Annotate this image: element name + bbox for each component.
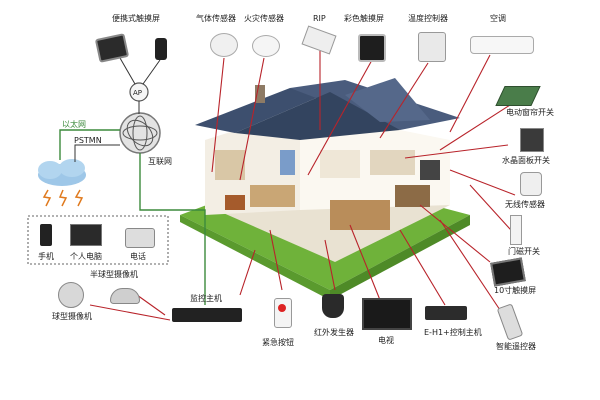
dome-camera-device — [110, 288, 140, 304]
label-telephone: 电话 — [130, 252, 146, 261]
connections — [27, 48, 521, 321]
label-gun-camera: 球型摄像机 — [52, 312, 92, 321]
tv-device — [362, 298, 412, 330]
wireless-sensor-device — [520, 172, 542, 196]
label-phone: 手机 — [38, 252, 54, 261]
eh-controller-device — [425, 306, 467, 320]
gun-camera-device — [58, 282, 84, 308]
label-touchscreen-10: 10寸触摸屏 — [494, 286, 537, 295]
label-temp-controller: 温度控制器 — [408, 14, 448, 23]
label-wireless-sensor: 无线传感器 — [505, 200, 545, 209]
ir-generator-device — [322, 294, 344, 318]
emergency-button-red — [278, 304, 286, 312]
cloud — [38, 159, 86, 186]
pc-device — [70, 224, 102, 246]
label-monitor-host: 监控主机 — [190, 294, 222, 303]
label-internet: 互联网 — [148, 157, 172, 166]
label-ethernet: 以太网 — [62, 120, 86, 129]
label-tv: 电视 — [378, 336, 394, 345]
label-half-sphere-camera: 半球型摄像机 — [90, 270, 138, 279]
label-fire-sensor: 火灾传感器 — [244, 14, 284, 23]
fire-sensor-device — [252, 35, 280, 57]
label-eh-controller: E-H1+控制主机 — [424, 328, 482, 337]
door-switch-device — [510, 215, 522, 245]
house-illustration — [180, 78, 470, 300]
gas-sensor-device — [210, 33, 238, 57]
label-ap: AP — [133, 89, 143, 97]
label-door-switch: 门磁开关 — [508, 247, 540, 256]
color-touchscreen-device — [358, 34, 386, 62]
monitor-host-device — [172, 308, 242, 322]
telephone-device — [125, 228, 155, 248]
label-emergency-button: 紧急按钮 — [262, 338, 294, 347]
crystal-panel-switch-device — [520, 128, 544, 152]
label-color-touchscreen: 彩色触摸屏 — [344, 14, 384, 23]
internet-globe — [119, 112, 161, 154]
phone-handset-device — [155, 38, 167, 60]
label-aircon: 空调 — [490, 14, 506, 23]
label-rip: RIP — [313, 14, 326, 23]
label-ir-generator: 红外发生器 — [314, 328, 354, 337]
label-smart-remote: 智能遥控器 — [496, 342, 536, 351]
label-pstmn: PSTMN — [74, 136, 102, 145]
label-pc: 个人电脑 — [70, 252, 102, 261]
label-portable-touchscreen: 便携式触摸屏 — [112, 14, 160, 23]
temp-controller-device — [418, 32, 446, 62]
mobile-phone-device — [40, 224, 52, 246]
label-curtain-switch: 电动窗帘开关 — [506, 108, 554, 117]
aircon-device — [470, 36, 534, 54]
label-gas-sensor: 气体传感器 — [196, 14, 236, 23]
label-crystal-panel-switch: 水晶面板开关 — [502, 156, 550, 165]
emergency-button-device — [274, 298, 292, 328]
